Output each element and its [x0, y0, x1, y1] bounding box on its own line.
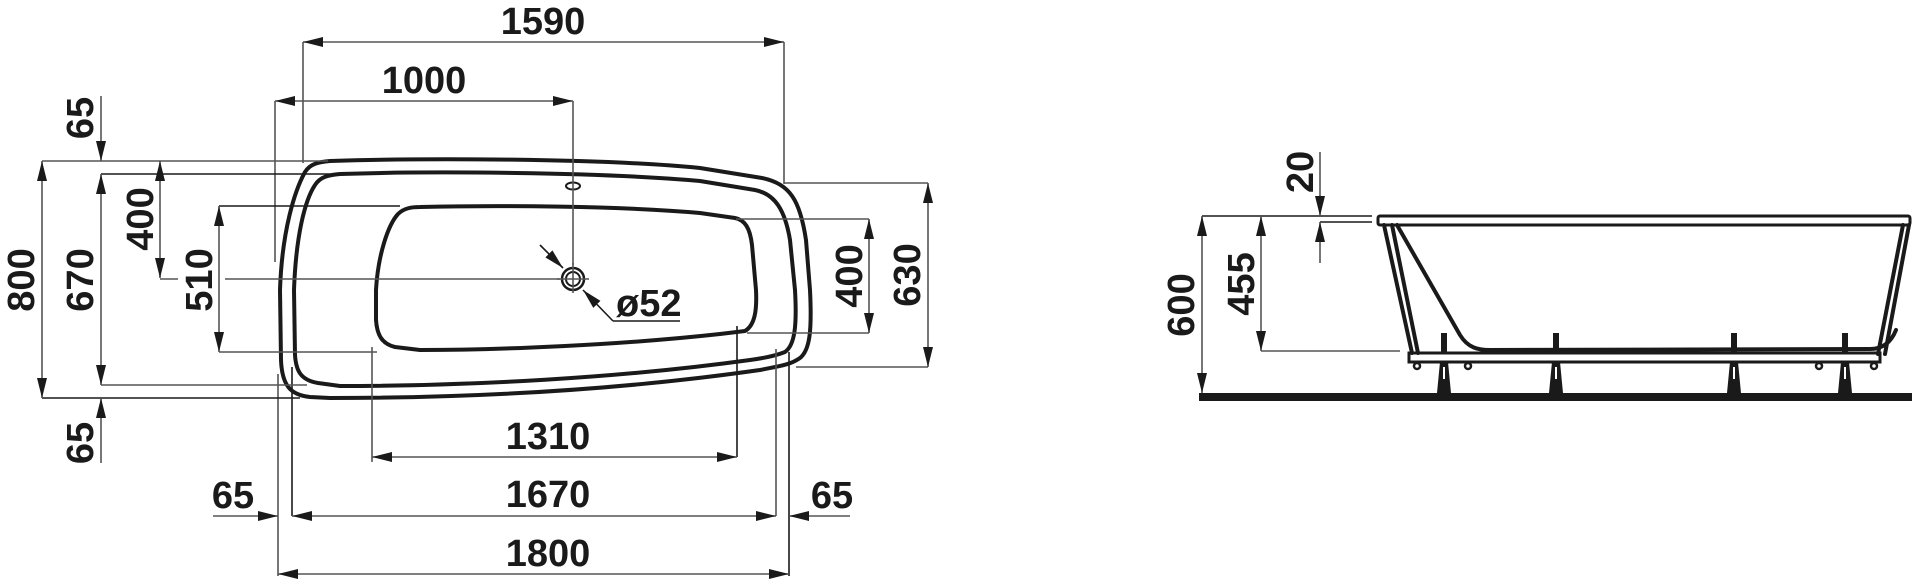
dim-455: 455	[1221, 252, 1263, 315]
dim-400-right: 400	[829, 244, 871, 307]
dim-1800: 1800	[506, 533, 591, 575]
dim-65-bottom: 65	[60, 422, 102, 464]
drain-diameter-label: ø52	[616, 283, 681, 325]
dim-800: 800	[1, 248, 43, 311]
top-view: ø52 1590 1000 1310 1670	[1, 1, 933, 579]
dim-65-right: 65	[811, 475, 853, 517]
dim-1310: 1310	[506, 416, 591, 458]
floor-line	[1199, 393, 1912, 401]
dim-1670: 1670	[506, 474, 591, 516]
dim-630: 630	[887, 243, 929, 306]
tub-basin	[374, 204, 759, 352]
dim-670: 670	[60, 248, 102, 311]
frame-clips	[1412, 361, 1879, 371]
dim-65-left: 65	[212, 475, 254, 517]
support-legs	[1437, 333, 1852, 393]
dim-510: 510	[179, 248, 221, 311]
tub-inner-rim	[292, 170, 798, 388]
tub-rim	[1376, 214, 1912, 227]
base-frame	[1407, 351, 1882, 364]
drain-icon	[557, 263, 589, 293]
tub-outer-rim	[278, 157, 813, 400]
dim-65-top: 65	[60, 97, 102, 139]
dim-1590: 1590	[501, 1, 586, 43]
dim-600: 600	[1161, 273, 1203, 336]
side-view: 600 455 20	[1161, 151, 1912, 401]
dim-20: 20	[1280, 151, 1322, 193]
dim-400-left: 400	[120, 187, 162, 250]
dim-1000: 1000	[382, 60, 467, 102]
